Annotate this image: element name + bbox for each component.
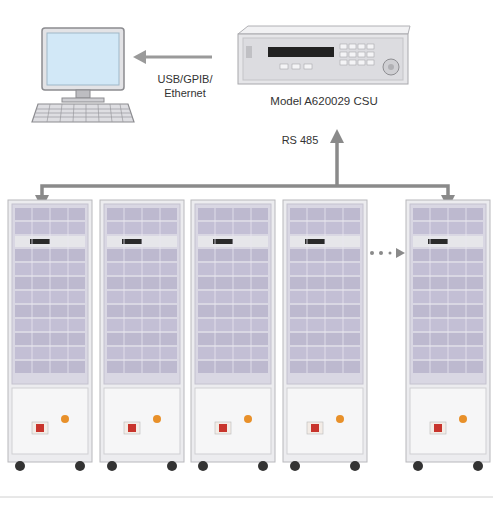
bus-label: RS 485 (270, 133, 330, 147)
control-unit: Model A620029 CSU (236, 26, 412, 110)
device-label: Model A620029 CSU (236, 94, 412, 108)
interface-label: USB/GPIB/ Ethernet (150, 72, 220, 100)
